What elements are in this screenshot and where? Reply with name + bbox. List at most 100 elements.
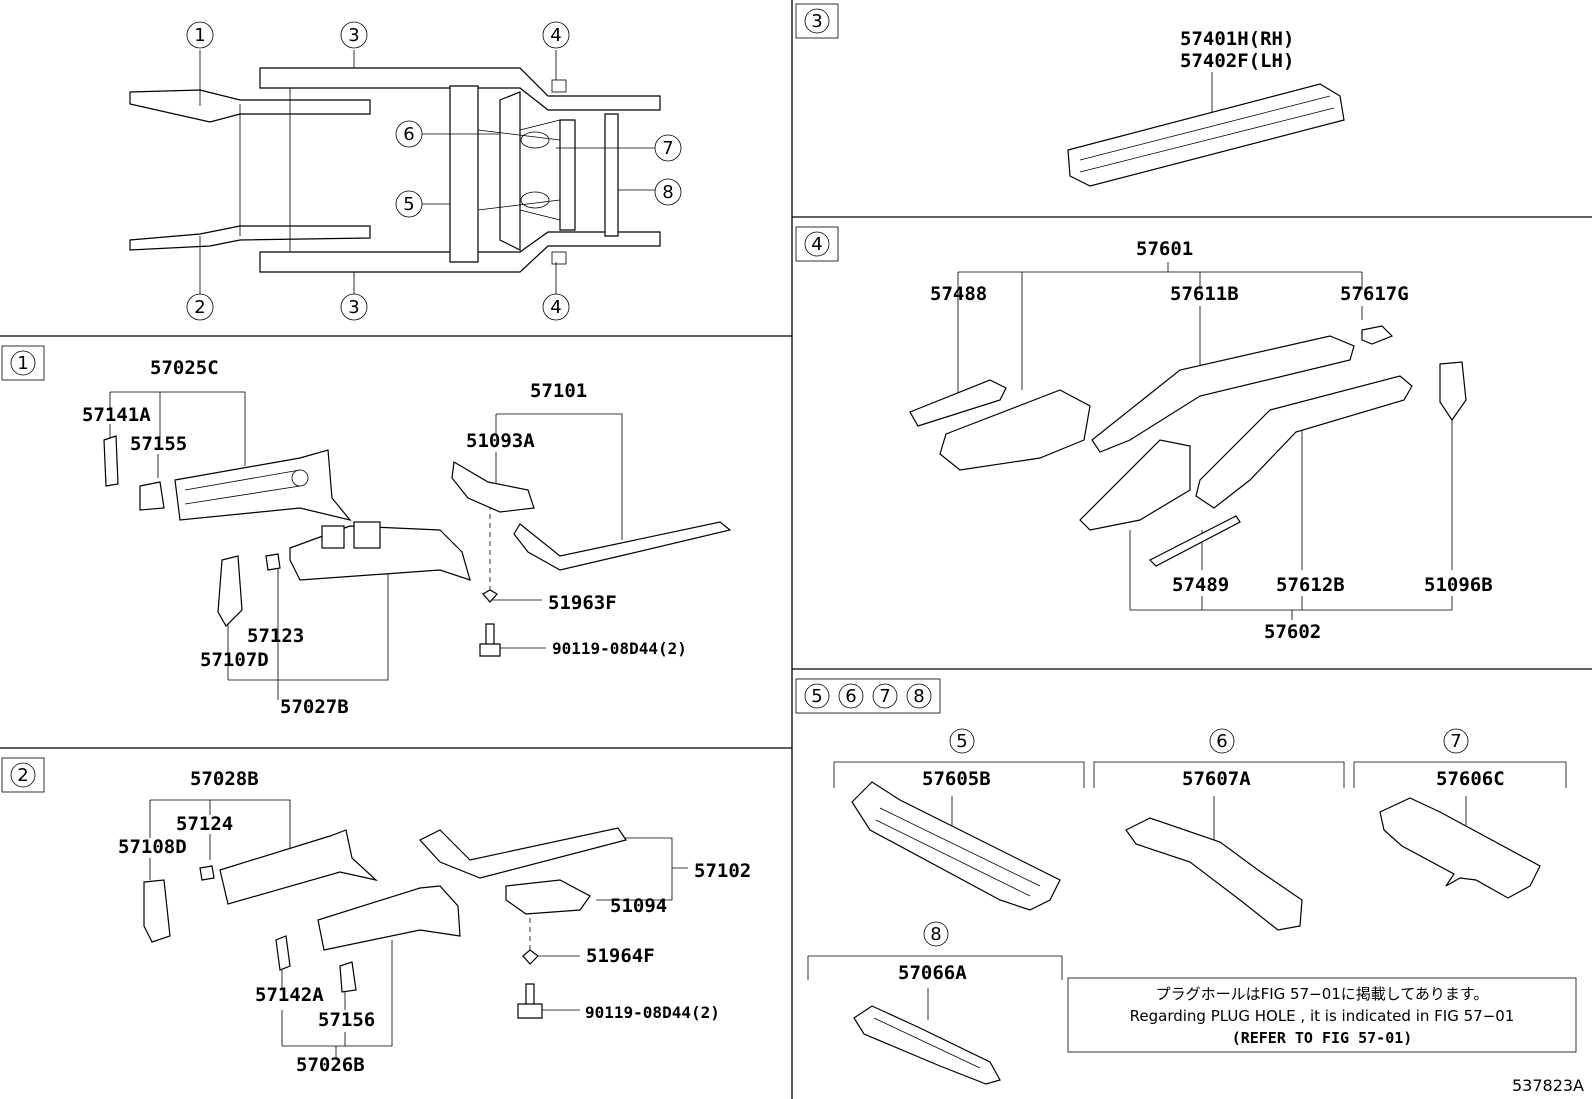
- callout-1-top: 1: [194, 25, 205, 46]
- part-shape-bolt-p2: [517, 983, 543, 1019]
- callout-4-top: 4: [550, 25, 561, 46]
- part-57488: 57488: [930, 283, 987, 305]
- part-57156: 57156: [318, 1009, 375, 1031]
- part-57101: 57101: [530, 380, 587, 402]
- part-shape-57123: [265, 553, 281, 571]
- part-57601: 57601: [1136, 238, 1193, 260]
- panel-1-tag: 1: [17, 353, 28, 374]
- note-reference: (REFER TO FIG 57-01): [1232, 1029, 1413, 1047]
- part-shape-57108D: [143, 879, 171, 943]
- part-shape-57602-front: [1079, 439, 1191, 531]
- part-90119-08D44-p2: 90119-08D44(2): [585, 1003, 720, 1022]
- part-shape-51096B: [1439, 361, 1467, 422]
- panel-2: 2 57028B 57124 57108D 57102 51094 51964F…: [1, 757, 751, 1076]
- part-51964F: 51964F: [586, 945, 655, 967]
- panel-3-tag: 3: [811, 11, 822, 32]
- part-shape-57101: [513, 521, 732, 571]
- part-57142A: 57142A: [255, 984, 324, 1006]
- part-shape-57124: [199, 865, 215, 881]
- part-90119-08D44-p1: 90119-08D44(2): [552, 639, 687, 658]
- part-57108D: 57108D: [118, 836, 187, 858]
- part-51093A: 51093A: [466, 430, 535, 452]
- part-shape-57607A: [1125, 817, 1303, 931]
- panel-4: 4 57601 57488 57611B 57617G 57489 57612B…: [795, 226, 1493, 643]
- part-57489: 57489: [1172, 574, 1229, 596]
- panel-3: 3 57401H(RH) 57402F(LH): [795, 3, 1345, 187]
- callout-4-bottom: 4: [550, 297, 561, 318]
- part-57027B: 57027B: [280, 696, 349, 718]
- part-57026B: 57026B: [296, 1054, 365, 1076]
- part-shape-57102: [419, 827, 627, 879]
- part-57605B: 57605B: [922, 768, 991, 790]
- part-57123: 57123: [247, 625, 304, 647]
- callout-8: 8: [662, 182, 673, 203]
- callout-2-bottom: 2: [194, 297, 205, 318]
- part-57607A: 57607A: [1182, 768, 1251, 790]
- group-tag-6: 6: [1216, 731, 1227, 752]
- part-57617G: 57617G: [1340, 283, 1409, 305]
- panel-4-tag: 4: [811, 234, 822, 255]
- part-shape-57488: [909, 379, 1007, 427]
- callout-6: 6: [403, 124, 414, 145]
- part-shape-57066A: [853, 1005, 1001, 1085]
- part-shape-51093A: [451, 461, 535, 513]
- part-shape-57141A: [103, 435, 119, 487]
- part-shape-57155: [139, 481, 165, 511]
- part-shape-57612B: [1195, 375, 1413, 509]
- note-box: プラグホールはFIG 57−01に掲載してあります。 Regarding PLU…: [1067, 977, 1577, 1053]
- part-57606C: 57606C: [1436, 768, 1505, 790]
- part-shape-57401H: [1067, 83, 1345, 187]
- part-57107D: 57107D: [200, 649, 269, 671]
- part-57028B: 57028B: [190, 768, 259, 790]
- part-shape-57605B: [851, 781, 1061, 911]
- part-shape-57611B: [1091, 335, 1355, 453]
- callout-5: 5: [403, 194, 414, 215]
- part-57402F-LH: 57402F(LH): [1180, 50, 1294, 72]
- panel-5678-tag-8: 8: [913, 686, 924, 707]
- callout-3-top: 3: [348, 25, 359, 46]
- panel-5678-tag-6: 6: [845, 686, 856, 707]
- part-shape-57156: [339, 961, 357, 993]
- panel-2-tag: 2: [17, 765, 28, 786]
- overview-frame-drawing: [129, 50, 661, 294]
- note-english: Regarding PLUG HOLE , it is indicated in…: [1130, 1007, 1515, 1025]
- part-shape-57142A: [275, 935, 291, 971]
- figure-id: 537823A: [1512, 1076, 1584, 1095]
- panel-5678: 5 6 7 8 5 6 7 8 57605B 57607A 57606C 570…: [795, 678, 1567, 1085]
- part-57066A: 57066A: [898, 962, 967, 984]
- part-shape-57025C: [174, 449, 352, 521]
- part-57155: 57155: [130, 433, 187, 455]
- part-shape-51964F: [522, 949, 539, 965]
- part-57025C: 57025C: [150, 357, 219, 379]
- part-57141A: 57141A: [82, 404, 151, 426]
- note-japanese: プラグホールはFIG 57−01に掲載してあります。: [1156, 985, 1489, 1003]
- part-shape-57617G: [1361, 325, 1394, 345]
- part-57102: 57102: [694, 860, 751, 882]
- group-tag-8: 8: [930, 924, 941, 945]
- overview-callouts: 1 2 3 3 4 4 5 6 7 8: [186, 21, 682, 321]
- part-shape-57489: [1148, 515, 1241, 567]
- part-57602: 57602: [1264, 621, 1321, 643]
- panel-1: 1 57025C 57141A 57155 57101 51093A 51963…: [1, 345, 732, 718]
- group-tag-5: 5: [956, 731, 967, 752]
- part-shape-57606C: [1379, 797, 1541, 899]
- group-tag-7: 7: [1450, 731, 1461, 752]
- callout-7: 7: [662, 138, 673, 159]
- part-shape-51094: [505, 879, 591, 915]
- part-shape-57026B: [317, 885, 461, 951]
- part-57401H-RH: 57401H(RH): [1180, 28, 1294, 50]
- part-shape-57028B: [219, 829, 379, 905]
- part-shape-57601-front: [939, 389, 1091, 471]
- part-shape-51963F: [482, 589, 498, 603]
- part-57124: 57124: [176, 813, 233, 835]
- part-57611B: 57611B: [1170, 283, 1239, 305]
- part-57612B: 57612B: [1276, 574, 1345, 596]
- callout-3-bottom: 3: [348, 297, 359, 318]
- part-shape-57107D: [217, 555, 243, 627]
- panel-5678-tag-7: 7: [879, 686, 890, 707]
- panel-5678-tag-5: 5: [811, 686, 822, 707]
- part-51094: 51094: [610, 895, 667, 917]
- part-51963F: 51963F: [548, 592, 617, 614]
